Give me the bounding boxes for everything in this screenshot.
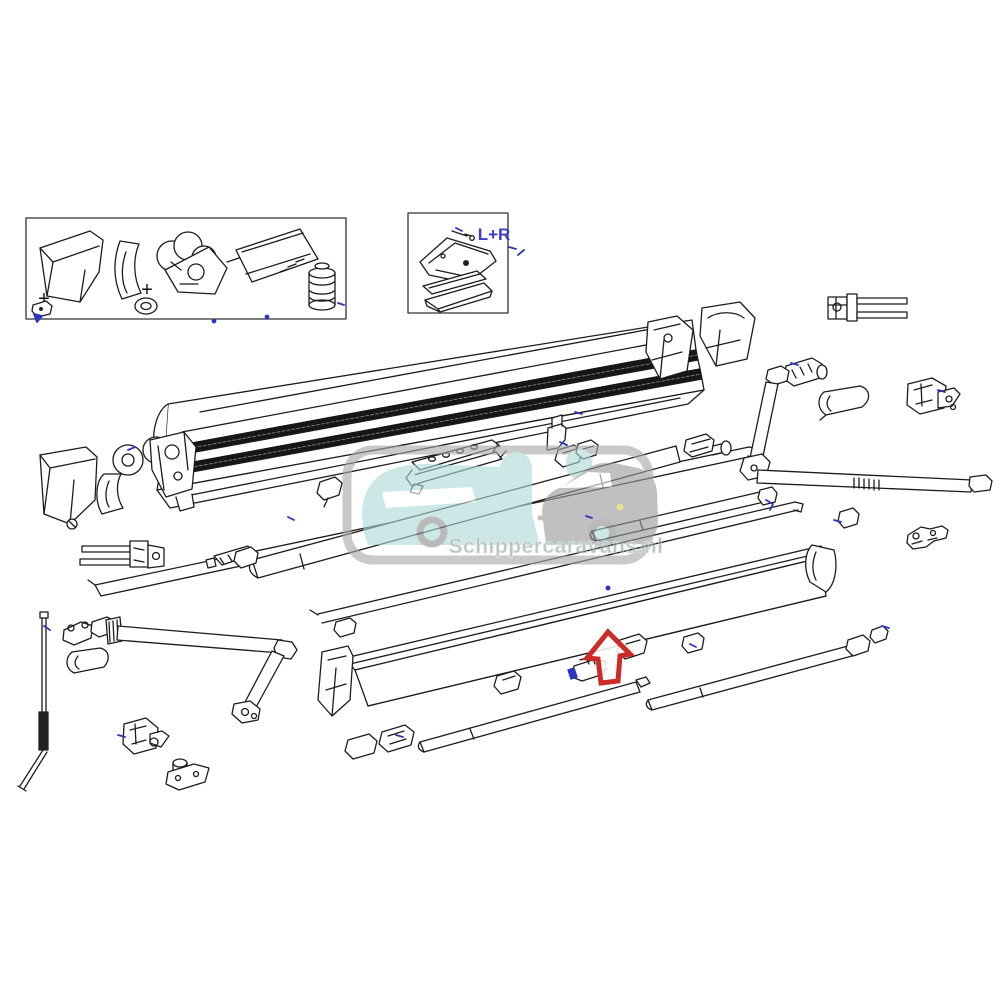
tube-adapter-part: [308, 262, 336, 311]
control-unit-part: [235, 228, 319, 283]
motor-mount-bracket: [149, 431, 197, 512]
watermark-car: [537, 462, 658, 547]
cover-strip-upper: [422, 270, 487, 295]
end-cap-cover-part: [39, 230, 104, 303]
wall-bracket-left: [165, 758, 210, 791]
arm-cover-right: [818, 385, 870, 421]
cassette-right-bracket: [645, 315, 694, 380]
bracket-kit-box: L+R: [407, 212, 511, 314]
small-connector-part: [31, 300, 53, 318]
cassette-right-end-cap: [699, 301, 756, 367]
rod-clamp-left: [66, 518, 165, 569]
hanger-clip-c: [233, 546, 259, 569]
clamp-bracket-part: [114, 240, 158, 315]
cover-strip-lower: [424, 282, 493, 313]
mounting-clip-f: [681, 632, 705, 654]
watermark-caravan: [362, 464, 540, 548]
gearbox-left: [122, 717, 170, 755]
plus-sign: +: [141, 279, 153, 301]
plus-sign: +: [38, 288, 50, 310]
rod-clamp-right: [827, 293, 908, 322]
spring-arm-right: [739, 357, 993, 493]
mounting-clip-d: [493, 670, 522, 695]
car-highlight-dot: [616, 503, 624, 511]
red-arrow-marker: [582, 628, 636, 686]
tension-rafter-left: [344, 676, 651, 760]
left-right-label: L+R: [478, 225, 511, 244]
reference-ticks: [33, 227, 946, 738]
lead-rail-left-end-cap: [317, 617, 357, 717]
arm-cover-left: [66, 647, 109, 674]
gearbox-right: [906, 377, 961, 415]
right-bracket-assembly: [906, 525, 949, 550]
watermark-logo: Schippercaravans.nl: [342, 445, 664, 565]
cassette-left-end-cap: [39, 446, 98, 525]
tension-rafter-right: [645, 625, 889, 711]
hanger-clip-b: [316, 476, 343, 508]
motor-kit-box: + +: [25, 217, 347, 320]
gear-motor-part: [156, 231, 240, 295]
lead-rail-right-end-cover: [805, 507, 860, 593]
spring-arm-left: [62, 616, 298, 724]
watermark-text: Schippercaravans.nl: [449, 535, 664, 558]
crank-rod: [17, 611, 49, 792]
